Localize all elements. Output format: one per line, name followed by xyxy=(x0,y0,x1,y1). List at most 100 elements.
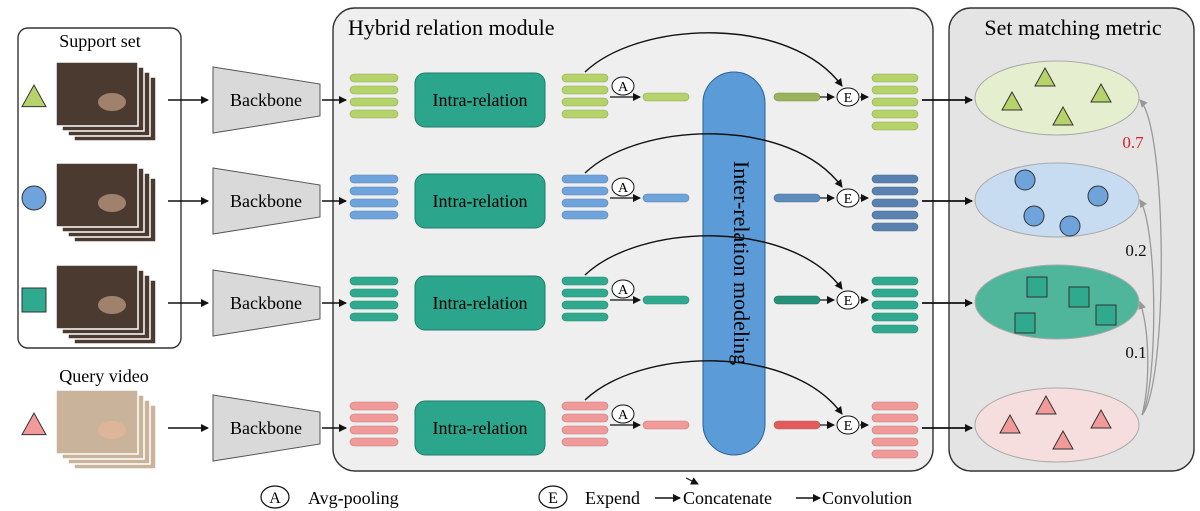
set-ellipse-blue xyxy=(974,162,1140,238)
output-feature-bar xyxy=(871,401,919,411)
output-feature-bar xyxy=(871,109,919,119)
output-feature-bar xyxy=(871,324,919,334)
set-matching-title: Set matching metric xyxy=(984,15,1161,40)
set-ellipse-teal xyxy=(974,264,1140,340)
output-feature-bar xyxy=(871,276,919,286)
expand-symbol xyxy=(836,87,860,107)
set-member-triangle-icon xyxy=(1052,429,1074,450)
set-member-circle-icon xyxy=(1023,205,1045,227)
video-frame-content xyxy=(98,421,126,439)
class-symbol-triangle-icon xyxy=(21,411,47,436)
pooled-feature xyxy=(642,420,690,430)
video-frame xyxy=(55,389,139,455)
set-member-square-icon xyxy=(1026,276,1048,298)
legend-avg-text: Avg-pooling xyxy=(308,488,399,508)
set-member-circle-icon xyxy=(1087,185,1109,207)
video-frame xyxy=(55,162,139,228)
legend-expand-text: Expend xyxy=(585,488,640,508)
class-symbol-triangle-icon xyxy=(21,83,47,108)
video-frame-content xyxy=(98,93,126,111)
skip-arrow xyxy=(584,133,843,188)
avg-pool-symbol xyxy=(611,404,635,424)
expand-label: E xyxy=(844,294,853,309)
expand-label: E xyxy=(844,419,853,434)
backbone-label: Backbone xyxy=(230,293,302,313)
feature-bar xyxy=(561,312,609,322)
output-feature-bar xyxy=(871,174,919,184)
intra-relation-label: Intra-relation xyxy=(433,90,528,110)
video-frame xyxy=(55,61,139,127)
backbone-block xyxy=(212,394,321,462)
set-ellipse-pink xyxy=(974,387,1140,463)
video-frame-content xyxy=(98,194,126,212)
output-feature-bar xyxy=(871,186,919,196)
class-symbol-square-icon xyxy=(21,287,47,313)
pooled-feature xyxy=(642,92,690,102)
avg-pool-symbol xyxy=(611,76,635,96)
feature-bar xyxy=(349,437,399,447)
feature-bar xyxy=(561,85,609,95)
output-feature-bar xyxy=(871,222,919,232)
output-feature-bar xyxy=(871,425,919,435)
avg-pool-symbol xyxy=(611,279,635,299)
avg-pool-label: A xyxy=(618,181,629,196)
inter-feature xyxy=(773,420,821,430)
inter-feature xyxy=(773,92,821,102)
similarity-score: 0.7 xyxy=(1122,133,1144,152)
output-feature-bar xyxy=(871,449,919,459)
skip-arrow xyxy=(584,235,843,290)
avg-pool-symbol xyxy=(611,177,635,197)
set-member-triangle-icon xyxy=(1001,90,1023,111)
output-feature-bar xyxy=(871,210,919,220)
feature-bar xyxy=(561,300,609,310)
feature-bar xyxy=(561,413,609,423)
feature-bar xyxy=(349,300,399,310)
feature-bar xyxy=(561,109,609,119)
feature-bar xyxy=(561,97,609,107)
output-feature-bar xyxy=(871,73,919,83)
set-member-square-icon xyxy=(1014,312,1036,334)
output-feature-bar xyxy=(871,198,919,208)
query-video-title: Query video xyxy=(59,366,148,386)
output-feature-bar xyxy=(871,97,919,107)
inter-relation-label: Inter-relation modeling xyxy=(729,161,754,365)
similarity-score: 0.1 xyxy=(1125,343,1146,362)
output-feature-bar xyxy=(871,300,919,310)
set-member-triangle-icon xyxy=(999,413,1021,434)
output-feature-bar xyxy=(871,121,919,131)
legend-small-arrow xyxy=(685,477,699,485)
avg-pool-label: A xyxy=(618,408,629,423)
video-frame-content xyxy=(98,296,126,314)
feature-bar xyxy=(349,198,399,208)
hybrid-relation-title: Hybrid relation module xyxy=(348,15,555,40)
set-member-circle-icon xyxy=(1014,169,1036,191)
set-member-square-icon xyxy=(1068,286,1090,308)
output-feature-bar xyxy=(871,437,919,447)
feature-bar xyxy=(349,425,399,435)
expand-label: E xyxy=(844,192,853,207)
feature-bar xyxy=(561,288,609,298)
set-ellipse-green xyxy=(974,60,1140,136)
skip-arrow xyxy=(584,32,843,87)
intra-relation-block xyxy=(414,173,546,229)
video-frame xyxy=(55,264,139,330)
intra-relation-block xyxy=(414,400,546,456)
intra-relation-label: Intra-relation xyxy=(433,418,528,438)
legend-avg-symbol: A xyxy=(269,490,281,507)
pooled-feature xyxy=(642,295,690,305)
backbone-label: Backbone xyxy=(230,191,302,211)
set-member-circle-icon xyxy=(1059,215,1081,237)
set-member-triangle-icon xyxy=(1052,105,1074,126)
feature-bar xyxy=(349,312,399,322)
feature-bar xyxy=(561,174,609,184)
output-feature-bar xyxy=(871,312,919,322)
feature-bar xyxy=(349,276,399,286)
feature-bar xyxy=(349,97,399,107)
feature-bar xyxy=(561,425,609,435)
legend-concat-text: Concatenate xyxy=(683,488,772,508)
backbone-block xyxy=(212,269,321,337)
